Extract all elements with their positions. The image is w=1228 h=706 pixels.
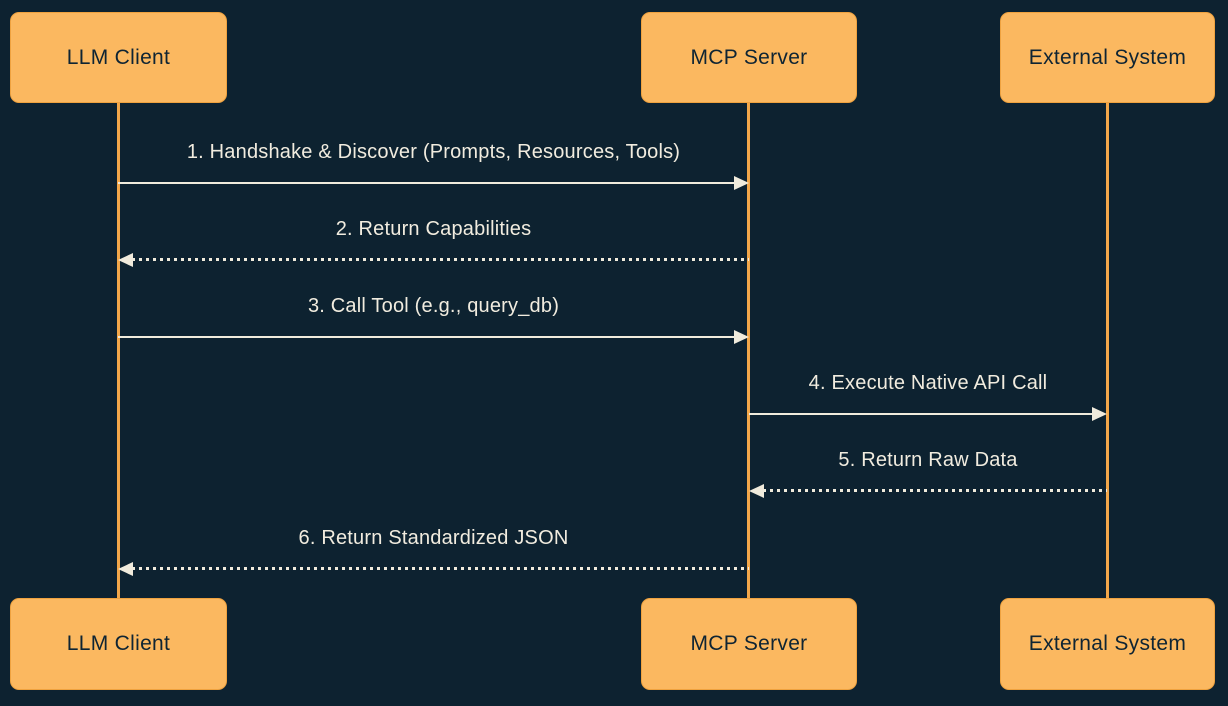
actor-external-system-top: External System	[1000, 12, 1215, 103]
message-6-line	[132, 567, 749, 570]
message-5: 5. Return Raw Data	[749, 445, 1107, 499]
message-6-label: 6. Return Standardized JSON	[298, 527, 569, 549]
message-1: 1. Handshake & Discover (Prompts, Resour…	[118, 137, 749, 191]
actor-llm-client-top: LLM Client	[10, 12, 227, 103]
lifeline-external-system	[1106, 103, 1109, 598]
actor-mcp-server-top: MCP Server	[641, 12, 857, 103]
message-4-line	[749, 413, 1094, 415]
message-2-label: 2. Return Capabilities	[335, 218, 532, 240]
message-5-line	[763, 489, 1107, 492]
actor-external-system-bottom: External System	[1000, 598, 1215, 690]
arrowhead-right-icon	[734, 330, 749, 344]
message-4-label: 4. Execute Native API Call	[808, 372, 1048, 394]
message-3-label: 3. Call Tool (e.g., query_db)	[307, 295, 560, 317]
actor-llm-client-bottom: LLM Client	[10, 598, 227, 690]
lifeline-llm-client	[117, 103, 120, 598]
message-1-label: 1. Handshake & Discover (Prompts, Resour…	[186, 141, 681, 163]
arrowhead-left-icon	[749, 484, 764, 498]
message-3-line	[118, 336, 736, 338]
message-3: 3. Call Tool (e.g., query_db)	[118, 291, 749, 345]
message-1-line	[118, 182, 736, 184]
actor-mcp-server-bottom: MCP Server	[641, 598, 857, 690]
message-5-label: 5. Return Raw Data	[838, 449, 1018, 471]
arrowhead-right-icon	[1092, 407, 1107, 421]
arrowhead-left-icon	[118, 253, 133, 267]
message-6: 6. Return Standardized JSON	[118, 523, 749, 577]
arrowhead-left-icon	[118, 562, 133, 576]
message-2: 2. Return Capabilities	[118, 214, 749, 268]
message-2-line	[132, 258, 749, 261]
lifeline-mcp-server	[747, 103, 750, 598]
arrowhead-right-icon	[734, 176, 749, 190]
message-4: 4. Execute Native API Call	[749, 368, 1107, 422]
